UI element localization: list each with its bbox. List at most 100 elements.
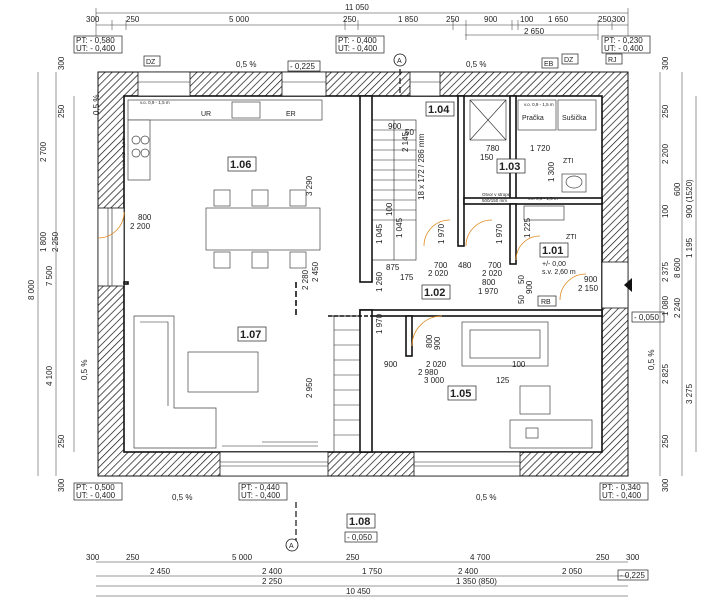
- dim-top-sub: 2 650: [524, 27, 545, 36]
- dim-bot1-1: 250: [126, 553, 140, 562]
- room-1-06: 1.06: [230, 159, 251, 171]
- idim-38: 2 980: [418, 368, 439, 377]
- room-1-01: 1.01: [542, 245, 563, 257]
- tag-eb: EB: [544, 61, 554, 68]
- level-br-corner: - 0,225: [620, 571, 645, 580]
- idim-19: 1 225: [523, 217, 532, 238]
- idim-28: 50: [517, 275, 526, 284]
- slope-3: 0,5 %: [92, 95, 101, 115]
- dim-top-10: 300: [612, 15, 626, 24]
- label-otvor: Otvor v strope: [482, 192, 511, 197]
- idim-0: 800: [138, 213, 152, 222]
- level-bc-pt: PT: - 0,440: [241, 483, 280, 492]
- idim-23: 700: [488, 261, 502, 270]
- level-bottom: - 0,050: [347, 533, 372, 542]
- label-zti-1: ZTI: [563, 158, 574, 165]
- dim-right-12: 3 275: [685, 383, 694, 404]
- section-a-top: A: [397, 58, 402, 65]
- dim-right-9: 1 080: [661, 295, 670, 316]
- room-1-07: 1.07: [240, 329, 261, 341]
- idim-21: 2 020: [428, 269, 449, 278]
- level-tr-ut: UT: - 0,400: [604, 44, 644, 53]
- dim-top-2: 5 000: [229, 15, 250, 24]
- idim-33: 900: [525, 280, 534, 294]
- dim-right-4: 600: [673, 182, 682, 196]
- level-boxes: PT: - 0,580 UT: - 0,400 PT: - 0,400 UT: …: [73, 35, 665, 581]
- idim-42: 1 970: [375, 313, 384, 334]
- slope-6: 0,5 %: [172, 493, 192, 502]
- label-er: ER: [286, 111, 296, 118]
- dim-right-14: 300: [661, 478, 670, 492]
- dim-right-10: 2 240: [673, 297, 682, 318]
- dim-top-4: 1 850: [398, 15, 419, 24]
- level-tr-pt: PT: - 0,230: [604, 36, 643, 45]
- dim-right-6: 1 195: [685, 237, 694, 258]
- level-tc-pt: PT: - 0,400: [338, 36, 377, 45]
- idim-11: 1 970: [437, 223, 446, 244]
- label-vo-kitchen: v.o. 0,9 - 1,5 m: [140, 100, 170, 105]
- dim-bot1-4: 4 700: [470, 553, 491, 562]
- dim-bot2-1: 2 400: [262, 567, 283, 576]
- dim-left-5: 8 000: [27, 279, 36, 300]
- bottom-dimensions: 300 250 5 000 250 4 700 250 300 2 450 2 …: [86, 553, 640, 597]
- dim-top-1: 250: [126, 15, 140, 24]
- dim-left-1: 250: [57, 104, 66, 118]
- label-pracka: Pračka: [522, 115, 544, 122]
- level-br-ut: UT: - 0,400: [602, 491, 642, 500]
- level-br-pt: PT: - 0,340: [602, 483, 641, 492]
- dim-bot2-2: 1 750: [362, 567, 383, 576]
- dim-top-3: 250: [343, 15, 357, 24]
- label-ur: UR: [201, 111, 211, 118]
- dim-left-7: 4 100: [45, 365, 54, 386]
- dim-right-11: 2 825: [661, 363, 670, 384]
- left-dimensions: 300 250 2 700 1 800 2 250 8 000 7 500 4 …: [27, 56, 75, 492]
- room-1-08: 1.08: [349, 516, 370, 528]
- room-1-05: 1.05: [450, 388, 471, 400]
- dim-top-5: 250: [446, 15, 460, 24]
- dim-left-8: 250: [57, 434, 66, 448]
- room-1-03: 1.03: [499, 161, 520, 173]
- idim-5: 2 950: [305, 377, 314, 398]
- label-zti-2: ZTI: [566, 234, 577, 241]
- level-top: - 0,225: [290, 62, 315, 71]
- tags: DZ EB DZ RJ RB +/- 0,00 s.v. 2,60 m: [143, 53, 623, 307]
- dim-top-7: 100: [520, 15, 534, 24]
- dim-bot3-1: 1 350 (850): [456, 577, 497, 586]
- level-tc-ut: UT: - 0,400: [338, 44, 378, 53]
- dim-bot1-6: 300: [626, 553, 640, 562]
- idim-10: 1 045: [395, 217, 404, 238]
- dim-top-total: 11 050: [345, 3, 369, 12]
- idim-30: 2 150: [578, 284, 599, 293]
- study-furniture: [461, 321, 593, 449]
- slope-1: 0,5 %: [236, 60, 256, 69]
- idim-3: 2 280: [301, 269, 310, 290]
- idim-22: 480: [458, 261, 472, 270]
- slope-2: 0,5 %: [466, 60, 486, 69]
- idim-29: 900: [584, 275, 598, 284]
- top-dimensions: 11 050 300 250 5 000 250 1 850 250 900 1…: [86, 3, 629, 40]
- entry-height: s.v. 2,60 m: [542, 269, 576, 276]
- tag-dz-1: DZ: [146, 59, 156, 66]
- dim-bot1-2: 5 000: [232, 553, 253, 562]
- door-swings: [97, 211, 587, 347]
- dim-top-0: 300: [86, 15, 100, 24]
- dim-bot1-3: 250: [346, 553, 360, 562]
- idim-7: 50: [405, 128, 414, 137]
- level-bl-pt: PT: - 0,500: [76, 483, 115, 492]
- idim-39: 3 000: [424, 376, 445, 385]
- dim-bot2-3: 2 400: [458, 567, 479, 576]
- label-vo-bath: v.o. 0,9 - 1,5 m: [528, 196, 558, 201]
- idim-17: 150: [480, 153, 494, 162]
- section-line-a: A A: [285, 53, 407, 552]
- idim-24: 2 020: [482, 269, 503, 278]
- label-vo-side: v.o. 0,9 - 1,5 m: [121, 136, 126, 166]
- idim-32: 1 970: [478, 287, 499, 296]
- idim-16: 1 720: [530, 144, 551, 153]
- idim-35: 800: [425, 334, 434, 348]
- label-vo-bath2: v.o. 0,9 - 1,5 m: [524, 102, 554, 107]
- idim-25: 875: [386, 263, 400, 272]
- utility-fixtures: Pračka Sušička ZTI ZTI Otvor v strope 50…: [469, 99, 597, 241]
- dim-left-6: 7 500: [45, 265, 54, 286]
- interior-dimensions: 800 2 200 3 290 2 280 2 450 2 950 900 50…: [130, 122, 599, 398]
